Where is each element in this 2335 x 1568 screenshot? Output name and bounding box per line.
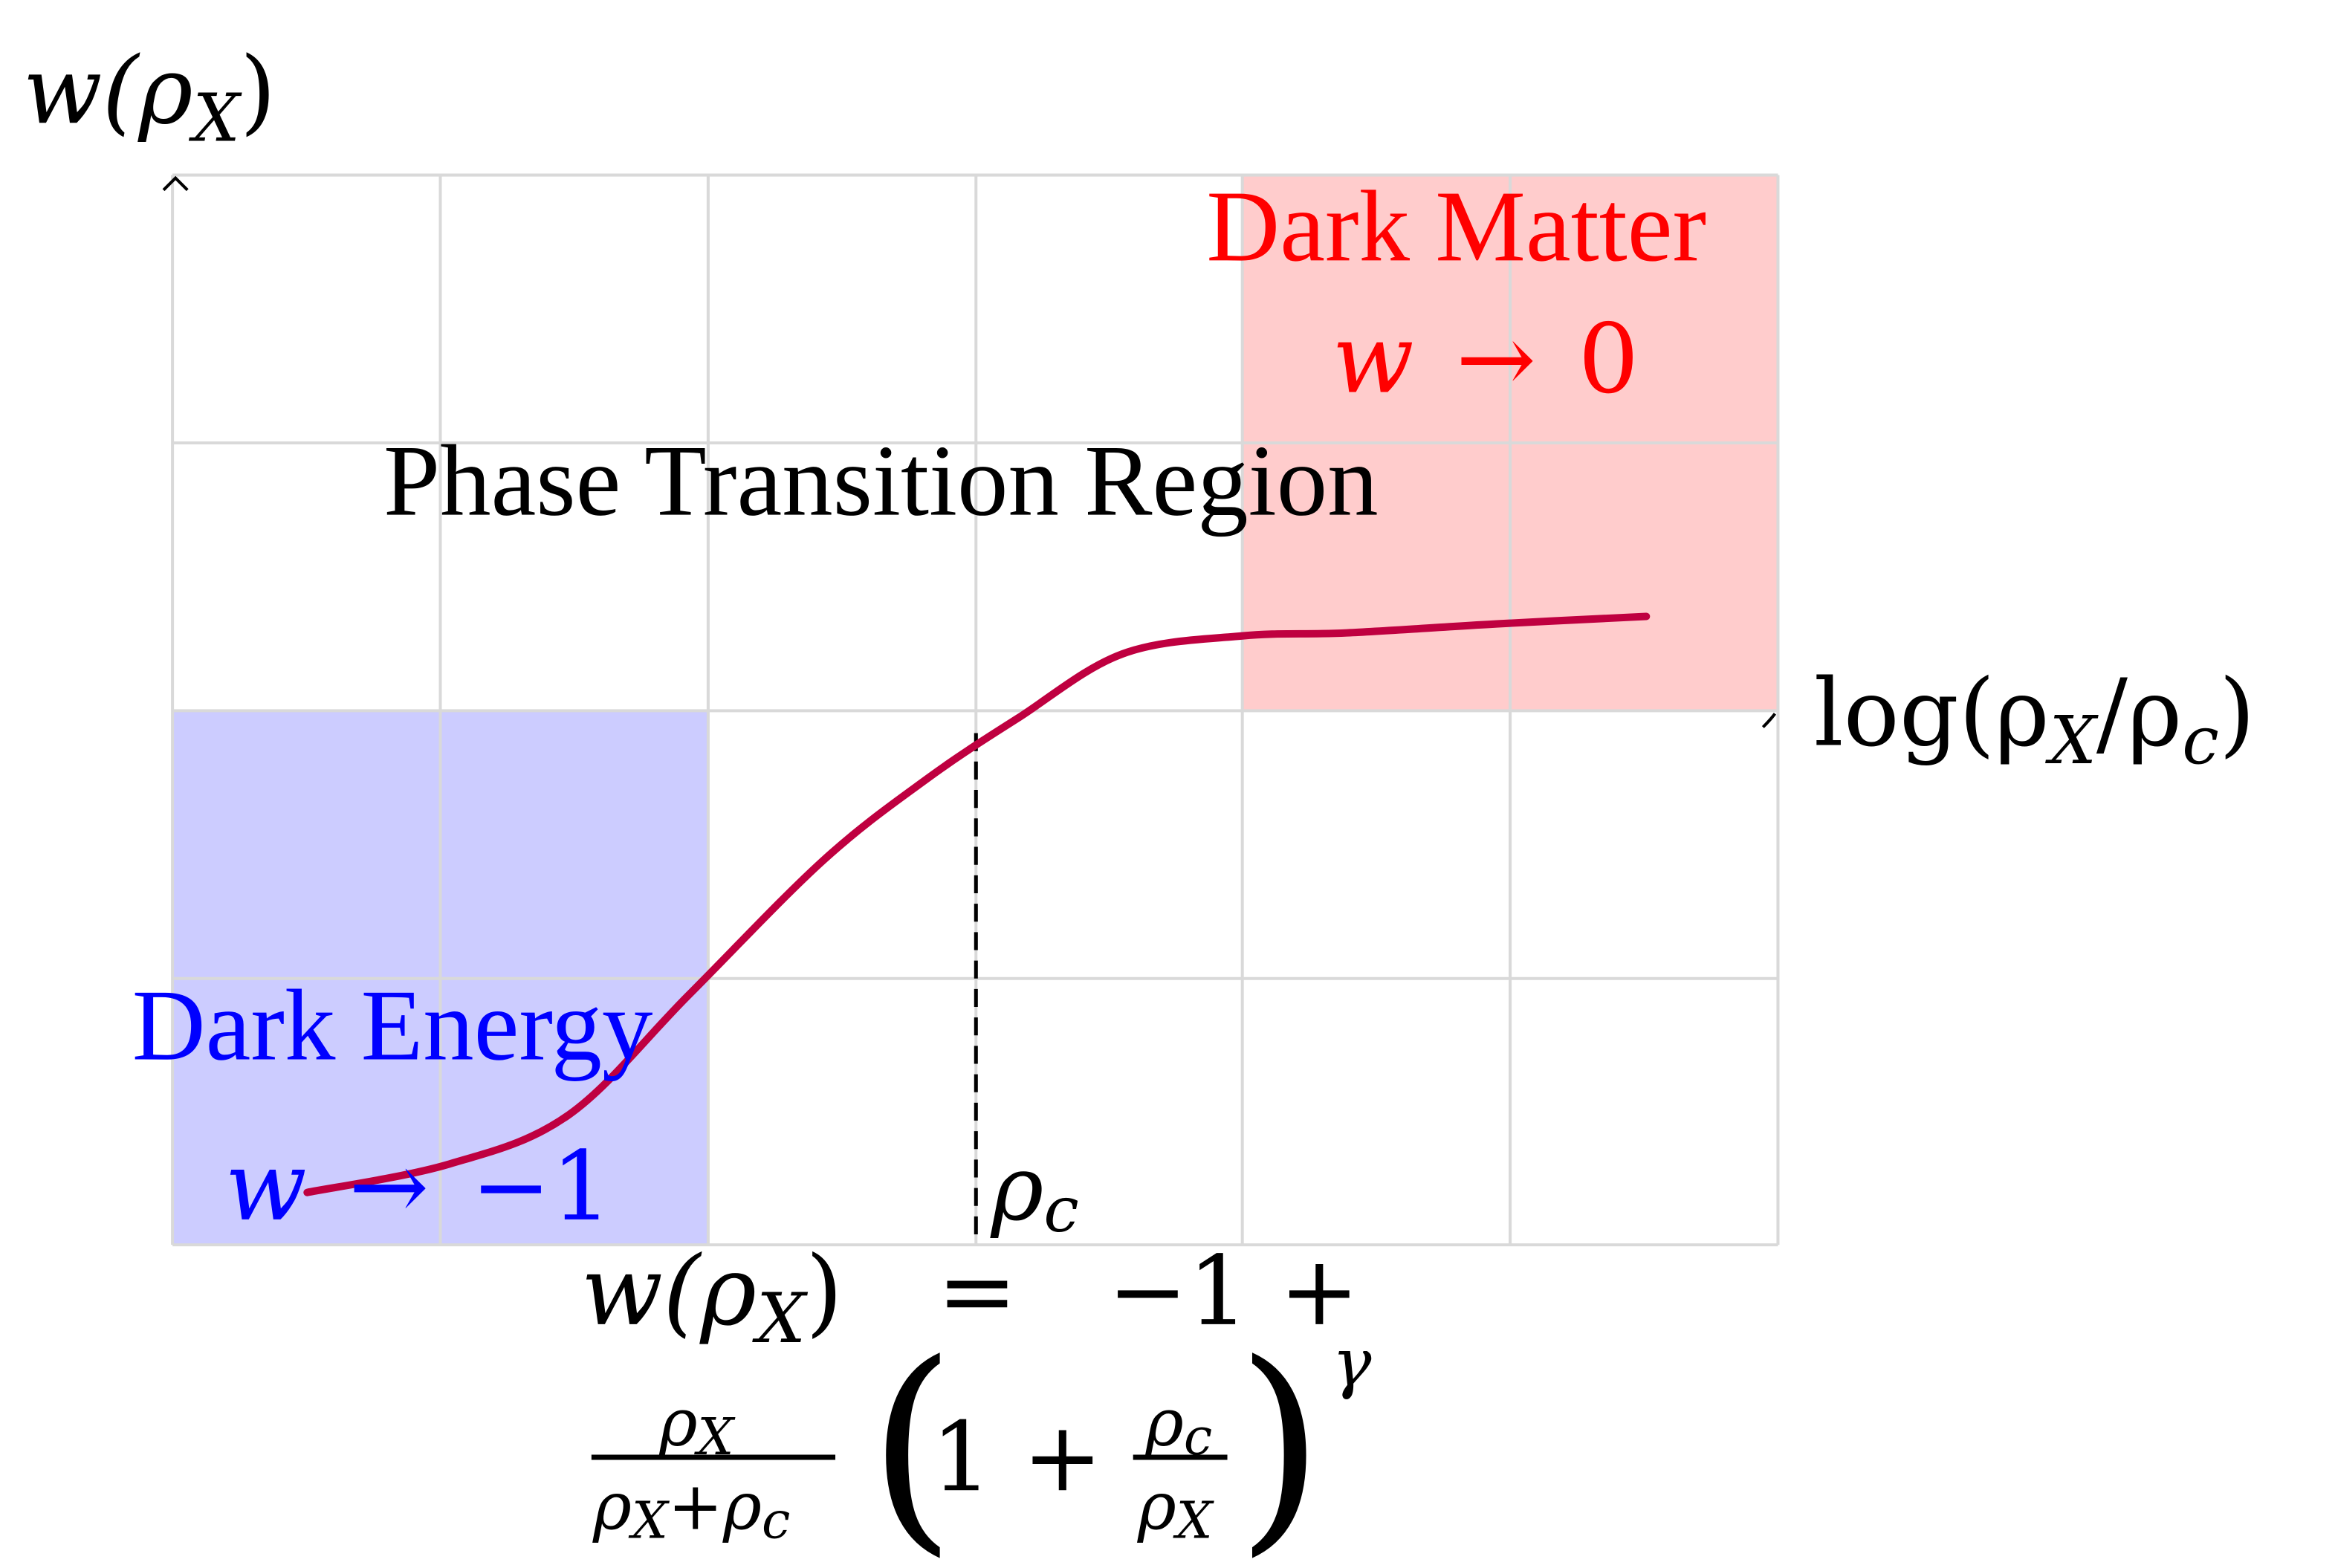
svg-text:1 +: 1 + [931, 1402, 1103, 1513]
y-axis-arrow-icon [162, 175, 189, 192]
dark-energy-title: Dark Energy [132, 968, 653, 1081]
equation: w(ρX) = −1 + ρX ρX+ρc ( 1 + ρc ρX ) γ [581, 1236, 1373, 1568]
svg-text:=: = [937, 1236, 1017, 1347]
svg-text:−1 +: −1 + [1107, 1236, 1359, 1347]
critical-density-label: ρc [989, 1137, 1078, 1246]
svg-text:ρX: ρX [1137, 1468, 1214, 1551]
dark-matter-limit: w→0 [1332, 304, 1639, 415]
svg-text:ρc: ρc [1144, 1384, 1212, 1467]
svg-text:): ) [1237, 1316, 1324, 1568]
svg-text:γ: γ [1332, 1324, 1372, 1401]
svg-text:w(ρX): w(ρX) [581, 1236, 843, 1358]
transition-region-title: Phase Transition Region [383, 424, 1379, 537]
equation-of-state-curve [303, 612, 1651, 1196]
svg-text:ρX+ρc: ρX+ρc [592, 1468, 790, 1551]
dark-energy-limit: w→−1 [225, 1131, 612, 1243]
x-axis-arrow-icon [1761, 713, 1777, 728]
y-axis-label: w(ρX) [23, 37, 276, 156]
svg-text:(: ( [868, 1316, 956, 1568]
x-axis-label: log(ρX/ρc) [1814, 660, 2255, 779]
dark-matter-title: Dark Matter [1206, 169, 1706, 282]
svg-text:ρX: ρX [658, 1384, 735, 1467]
